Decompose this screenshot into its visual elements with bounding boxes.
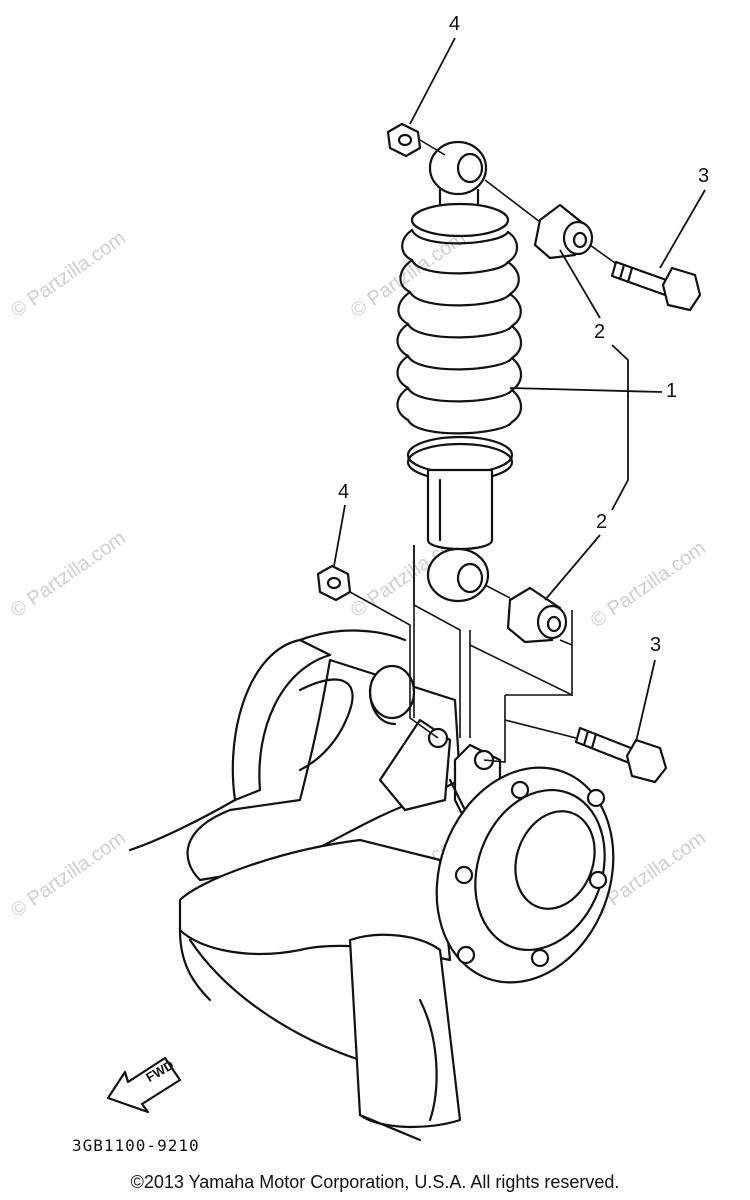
callout-4-lower: 4 (338, 481, 350, 503)
callout-3-upper: 3 (698, 165, 710, 187)
rear-shock-absorber (396, 140, 523, 603)
assembly-lines (349, 139, 616, 763)
rear-axle-housing (128, 629, 502, 1142)
lower-nut (316, 564, 352, 602)
callout-2-upper: 2 (594, 321, 606, 343)
lower-bolt (574, 726, 668, 784)
callout-2-lower: 2 (596, 511, 608, 533)
copyright-notice: ©2013 Yamaha Motor Corporation, U.S.A. A… (130, 1172, 620, 1192)
diagram-code: 3GB1100-9210 (72, 1136, 200, 1155)
callout-1-shock: 1 (666, 380, 678, 402)
forward-direction-arrow (106, 1056, 182, 1114)
coil-spring (396, 228, 523, 435)
callout-leaders (333, 37, 706, 743)
callout-3-lower: 3 (650, 634, 662, 656)
lower-collar (506, 586, 568, 644)
upper-collar (533, 203, 594, 260)
axle-hub-flange (435, 766, 615, 984)
upper-bolt (610, 260, 702, 312)
upper-nut (386, 122, 422, 158)
callout-4-upper: 4 (449, 13, 461, 35)
